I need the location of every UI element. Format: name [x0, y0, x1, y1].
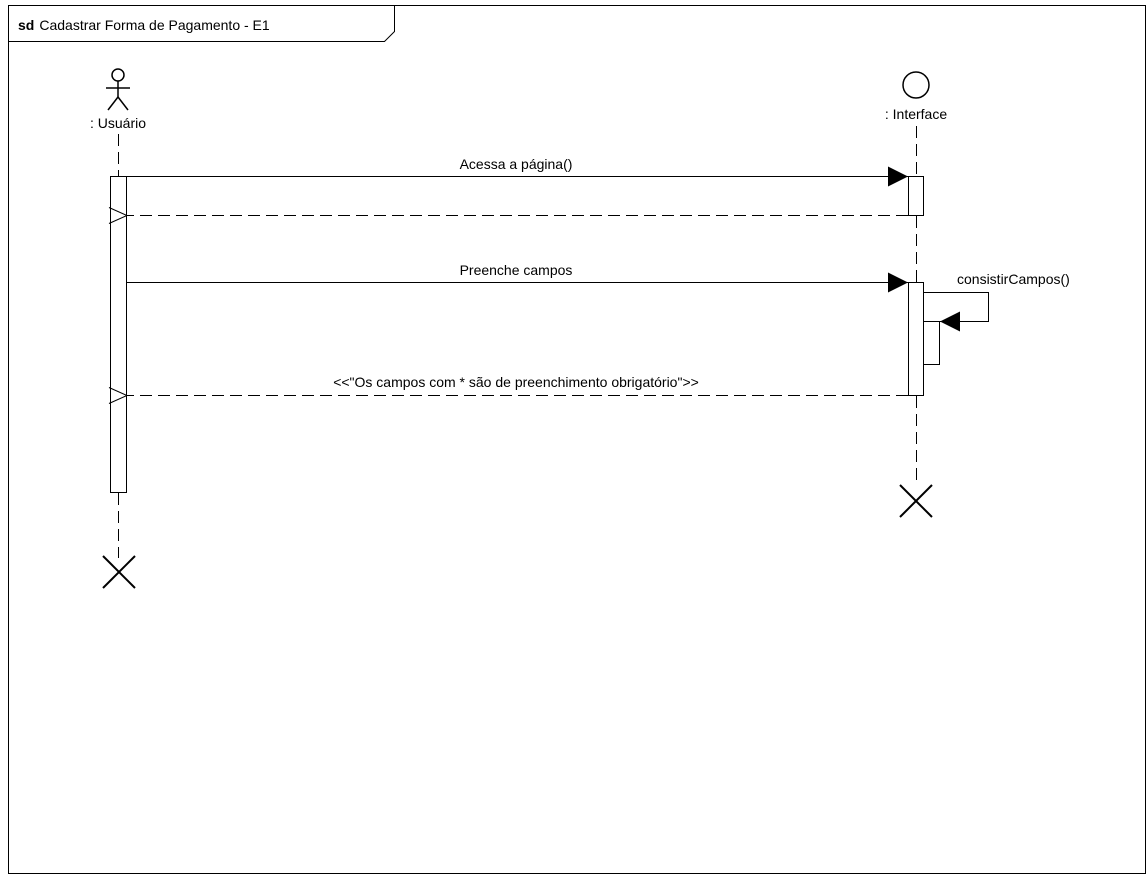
message-consistir-campos: consistirCampos() — [924, 271, 1070, 332]
self-message-arrow — [924, 292, 989, 332]
lifeline-label-usuario: : Usuário — [90, 115, 146, 131]
destroy-icon-usuario — [102, 555, 136, 589]
frame-tab — [8, 5, 395, 42]
frame-title: Cadastrar Forma de Pagamento - E1 — [39, 17, 270, 33]
frame-keyword: sd — [18, 17, 34, 33]
interface-circle-icon — [902, 71, 930, 99]
lifeline-interface: : Interface — [885, 71, 947, 518]
activation-bar-interface-1 — [908, 176, 924, 216]
frame-heading: sd Cadastrar Forma de Pagamento - E1 — [18, 17, 270, 33]
actor-icon — [106, 68, 130, 111]
message-label: consistirCampos() — [957, 271, 1070, 287]
lifeline-label-interface: : Interface — [885, 106, 947, 122]
message-label: <<"Os campos com * são de preenchimento … — [333, 374, 699, 390]
frame: sd Cadastrar Forma de Pagamento - E1 — [8, 5, 1146, 874]
activation-bar-interface-self — [923, 321, 940, 365]
lifeline-usuario: : Usuário — [90, 68, 146, 589]
destroy-icon-interface — [899, 484, 933, 518]
message-label: Acessa a página() — [460, 156, 573, 172]
message-preenche-campos: Preenche campos — [127, 262, 908, 293]
activation-bar-interface-2 — [908, 282, 924, 396]
message-acessa-pagina: Acessa a página() — [127, 156, 908, 187]
activation-bar-usuario — [110, 176, 127, 493]
frame-border — [8, 5, 1146, 874]
message-return-campos-obrigatorios: <<"Os campos com * são de preenchimento … — [127, 374, 908, 396]
message-label: Preenche campos — [460, 262, 573, 278]
